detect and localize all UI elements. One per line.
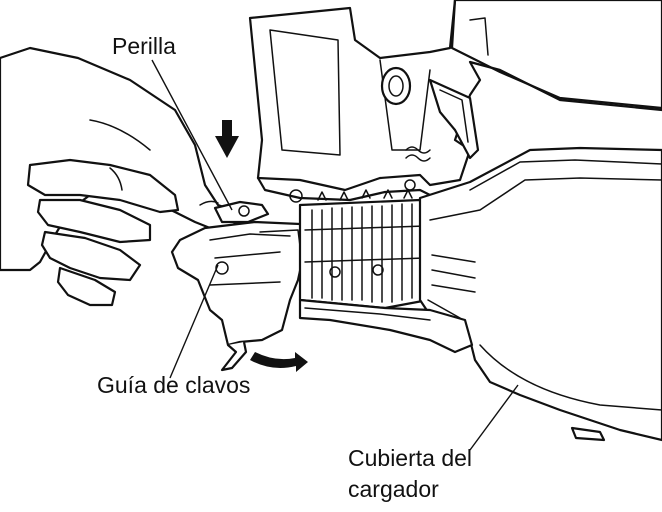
- leader-cubierta: [469, 384, 519, 451]
- rotation-arrow: [250, 352, 308, 372]
- nail-strip: [298, 189, 432, 310]
- lower-rail: [298, 298, 474, 354]
- leader-guia: [169, 264, 219, 379]
- down-arrow: [215, 120, 239, 158]
- hand: [0, 46, 240, 307]
- leader-perilla: [151, 59, 233, 211]
- label-cubierta-line2: cargador: [348, 476, 439, 502]
- label-guia-de-clavos: Guía de clavos: [97, 372, 251, 398]
- label-cubierta-line1: Cubierta del: [348, 445, 473, 471]
- tool-body: [248, 0, 662, 203]
- label-perilla: Perilla: [112, 33, 176, 59]
- nail-guide: [170, 220, 307, 372]
- perilla-knob: [213, 200, 270, 224]
- magazine-cover: [418, 146, 662, 442]
